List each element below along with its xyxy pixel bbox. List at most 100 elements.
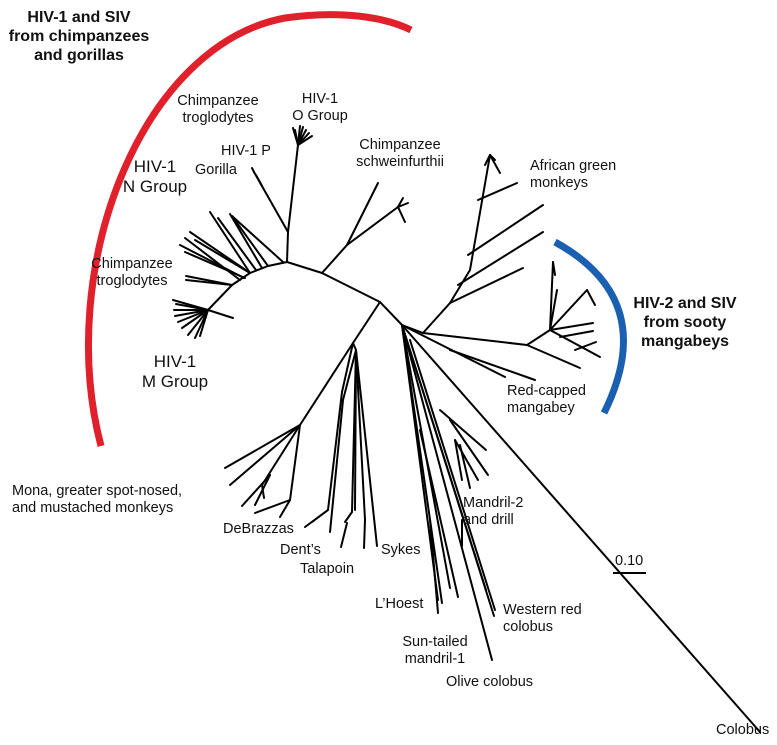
tree-branch xyxy=(185,279,233,286)
tree-branch xyxy=(419,429,459,598)
tree-branch xyxy=(181,309,209,329)
tree-branch xyxy=(187,309,209,336)
tree-branch xyxy=(454,439,479,481)
tree-branch xyxy=(401,324,443,604)
label-mona-monkeys: Mona, greater spot-nosed,and mustached m… xyxy=(12,483,183,516)
tree-branch xyxy=(422,302,451,334)
tree-branch xyxy=(401,324,487,591)
tree-branch xyxy=(346,182,379,246)
tree-branch xyxy=(409,339,496,611)
label-gorilla: Gorilla xyxy=(195,162,237,178)
label-olive-colobus: Olive colobus xyxy=(446,674,534,690)
tree-branch xyxy=(327,391,343,511)
label-lhoest: L’Hoest xyxy=(375,596,424,612)
tree-branch xyxy=(279,499,291,518)
tree-branch xyxy=(267,261,288,267)
tree-branch xyxy=(363,519,366,549)
tree-branch xyxy=(574,341,597,351)
tree-branch xyxy=(231,215,269,267)
tree-branch xyxy=(184,251,246,279)
tree-branch xyxy=(346,206,399,246)
tree-branch xyxy=(224,424,301,469)
tree-branch xyxy=(207,284,233,311)
tree-branch xyxy=(484,154,491,166)
tree-branch xyxy=(286,231,289,263)
tree-branch xyxy=(549,289,558,331)
label-hiv1-p: HIV-1 P xyxy=(221,143,271,159)
tree-branch xyxy=(255,174,263,187)
hiv2-group-arc xyxy=(553,238,627,415)
tree-branch xyxy=(467,204,544,256)
tree-branch xyxy=(329,399,344,533)
tree-branch xyxy=(449,349,536,381)
tree-branch xyxy=(449,419,489,476)
tree-branch xyxy=(286,261,323,274)
tree-branch xyxy=(341,342,354,393)
label-talapoin: Talapoin xyxy=(300,561,355,577)
tree-branch xyxy=(177,309,209,323)
tree-branch xyxy=(261,484,265,499)
tree-branch xyxy=(294,129,299,146)
tree-branch xyxy=(549,322,594,331)
tree-branch xyxy=(194,239,251,274)
tree-branch xyxy=(231,272,251,286)
tree-branch xyxy=(297,135,313,146)
tree-branch xyxy=(241,474,271,507)
tree-branch xyxy=(454,439,463,481)
hiv1-group-label: HIV-1 and SIV from chimpanzees and goril… xyxy=(8,9,150,64)
tree-branch xyxy=(321,244,348,274)
tree-branch xyxy=(184,237,241,281)
tree-branch xyxy=(254,499,291,514)
tree-branch xyxy=(397,202,409,208)
tree-branch xyxy=(344,511,353,523)
tree-branch xyxy=(251,167,255,173)
tree-branch xyxy=(254,474,271,506)
label-colobus: Colobus xyxy=(716,722,770,738)
tree-branch xyxy=(559,330,594,338)
tree-branch xyxy=(526,344,581,369)
tree-branch xyxy=(397,206,406,223)
tree-branch xyxy=(311,509,329,523)
tree-branch xyxy=(261,424,301,486)
tree-branch xyxy=(209,211,251,274)
tree-branch xyxy=(449,267,524,304)
label-sykes: Sykes xyxy=(381,542,421,558)
tree-branch xyxy=(354,349,357,511)
tree-branch xyxy=(352,342,357,351)
tree-branch xyxy=(217,217,257,271)
hiv2-group-label: HIV-2 and SIV from sooty mangabeys xyxy=(633,295,737,350)
tree-branch xyxy=(526,329,551,346)
tree-branch xyxy=(321,272,381,303)
tree-branch xyxy=(287,144,299,233)
tree-branch xyxy=(352,301,381,344)
tree-branch xyxy=(340,522,348,548)
tree-branch xyxy=(552,261,556,276)
tree-branch xyxy=(549,329,601,358)
tree-branch xyxy=(422,332,528,346)
tree-branch xyxy=(355,349,366,521)
label-debrazzas: DeBrazzas xyxy=(223,521,294,537)
tree-branch xyxy=(289,439,299,501)
tree-branch xyxy=(457,231,544,286)
tree-branch xyxy=(379,301,403,326)
tree-branch xyxy=(207,309,234,319)
tree-branch xyxy=(229,213,263,269)
tree-branch xyxy=(401,324,761,733)
tree-branch xyxy=(401,324,493,661)
tree-branches xyxy=(172,125,761,733)
tree-branch xyxy=(199,309,209,337)
tree-branch xyxy=(549,289,588,331)
scale-bar-label: 0.10 xyxy=(615,553,644,569)
tree-branch xyxy=(172,299,209,311)
tree-branch xyxy=(397,197,404,208)
tree-branch xyxy=(549,261,554,331)
